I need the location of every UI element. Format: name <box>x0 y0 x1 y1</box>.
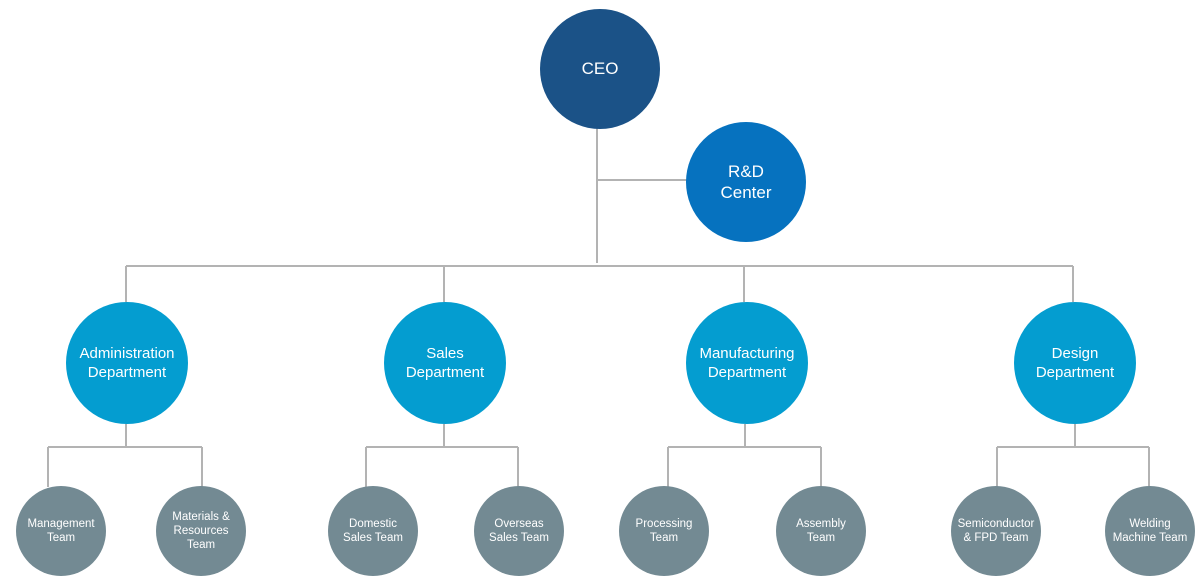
department-node-manufacturing: Manufacturing Department <box>686 302 808 424</box>
team-label: Welding Machine Team <box>1112 518 1188 544</box>
team-node-assembly: Assembly Team <box>776 486 866 576</box>
team-node-materials-resources: Materials & Resources Team <box>156 486 246 576</box>
ceo-label: CEO <box>581 59 619 78</box>
team-label: Materials & Resources Team <box>172 511 230 551</box>
rd-center-label: R&D Center <box>720 162 772 202</box>
team-label: Assembly Team <box>796 518 846 544</box>
team-label: Management Team <box>27 518 95 544</box>
department-label: Administration Department <box>79 345 175 381</box>
rd-center-node: R&D Center <box>686 122 806 242</box>
department-label: Design Department <box>1035 345 1115 381</box>
team-node-semiconductor-fpd: Semiconductor & FPD Team <box>951 486 1041 576</box>
team-label: Semiconductor & FPD Team <box>957 518 1035 544</box>
department-node-design: Design Department <box>1014 302 1136 424</box>
department-label: Sales Department <box>405 345 485 381</box>
department-label: Manufacturing Department <box>699 345 795 381</box>
department-node-administration: Administration Department <box>66 302 188 424</box>
team-label: Processing Team <box>635 518 693 544</box>
team-label: Overseas Sales Team <box>489 518 549 544</box>
team-label: Domestic Sales Team <box>343 518 403 544</box>
department-node-sales: Sales Department <box>384 302 506 424</box>
team-node-domestic-sales: Domestic Sales Team <box>328 486 418 576</box>
team-node-welding-machine: Welding Machine Team <box>1105 486 1195 576</box>
team-node-overseas-sales: Overseas Sales Team <box>474 486 564 576</box>
ceo-node: CEO <box>540 9 660 129</box>
team-node-processing: Processing Team <box>619 486 709 576</box>
team-node-management: Management Team <box>16 486 106 576</box>
